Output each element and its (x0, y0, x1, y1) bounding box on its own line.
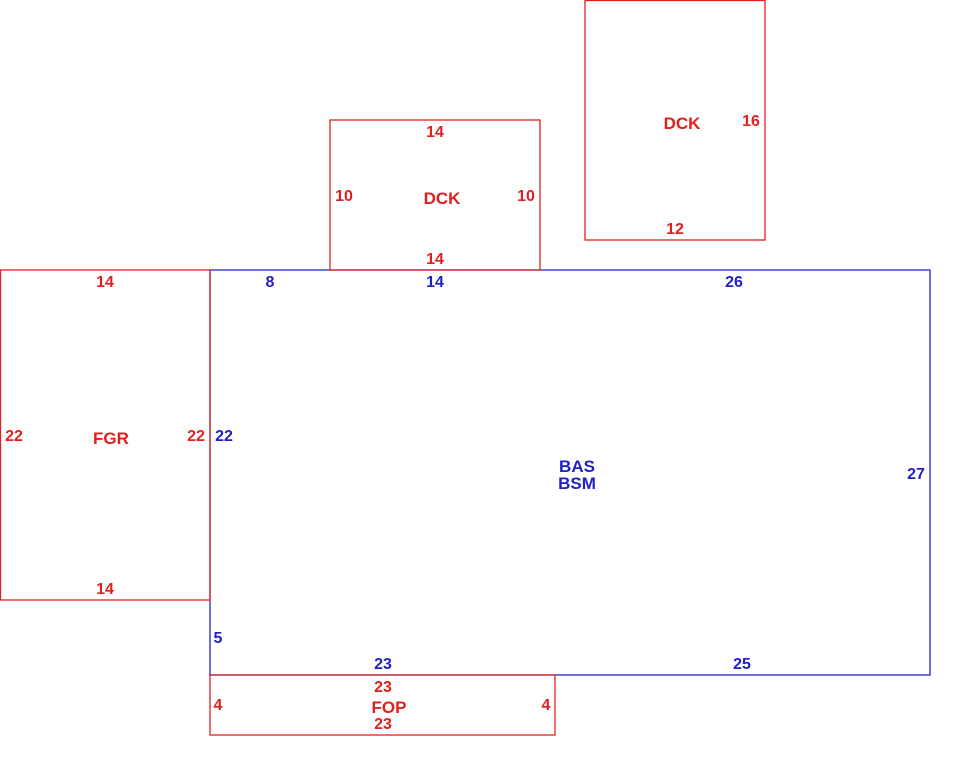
bas-dim-top-a: 8 (266, 274, 275, 291)
bas-dim-left-lower: 5 (214, 630, 223, 647)
area-dck-tall-outline (584, 0, 766, 241)
dck-small-dim-left: 10 (335, 188, 353, 205)
dck-small-dim-right: 10 (517, 188, 535, 205)
fgr-dim-right: 22 (187, 428, 205, 445)
dck-tall-dim-bottom: 12 (666, 221, 684, 238)
fop-code-label: FOP (372, 698, 407, 717)
area-fgr: 14 14 22 22 FGR (0, 269, 211, 601)
bas-code-label: BAS (559, 457, 595, 476)
dck-small-code-label: DCK (424, 189, 462, 208)
area-dck-tall: 16 12 DCK (584, 0, 766, 241)
bas-dim-left: 22 (215, 428, 233, 445)
area-fop-outline (209, 674, 556, 736)
dck-small-dim-bottom: 14 (426, 251, 444, 268)
bsm-code-label: BSM (558, 474, 596, 493)
bas-dim-bottom-a: 23 (374, 656, 392, 673)
fgr-dim-bottom: 14 (96, 581, 114, 598)
fop-dim-right: 4 (542, 697, 551, 714)
fgr-dim-top: 14 (96, 274, 114, 291)
bas-dim-bottom-b: 25 (733, 656, 751, 673)
fgr-dim-left: 22 (5, 428, 23, 445)
fop-dim-left: 4 (214, 697, 223, 714)
dck-tall-code-label: DCK (664, 114, 702, 133)
dck-tall-dim-right: 16 (742, 113, 760, 130)
area-dck-small: 14 14 10 10 DCK (329, 119, 541, 271)
fop-dim-bottom: 23 (374, 716, 392, 733)
fgr-code-label: FGR (93, 429, 129, 448)
area-bas: 8 14 26 22 27 5 23 25 BAS BSM (209, 269, 931, 676)
bas-dim-right: 27 (907, 466, 925, 483)
fop-dim-top: 23 (374, 679, 392, 696)
area-dck-small-outline (329, 119, 541, 271)
dck-small-dim-top: 14 (426, 124, 444, 141)
area-fop: 23 23 4 4 FOP (209, 674, 556, 736)
area-fgr-outline (0, 269, 211, 601)
bas-dim-top-b: 14 (426, 274, 444, 291)
bas-dim-top-c: 26 (725, 274, 743, 291)
